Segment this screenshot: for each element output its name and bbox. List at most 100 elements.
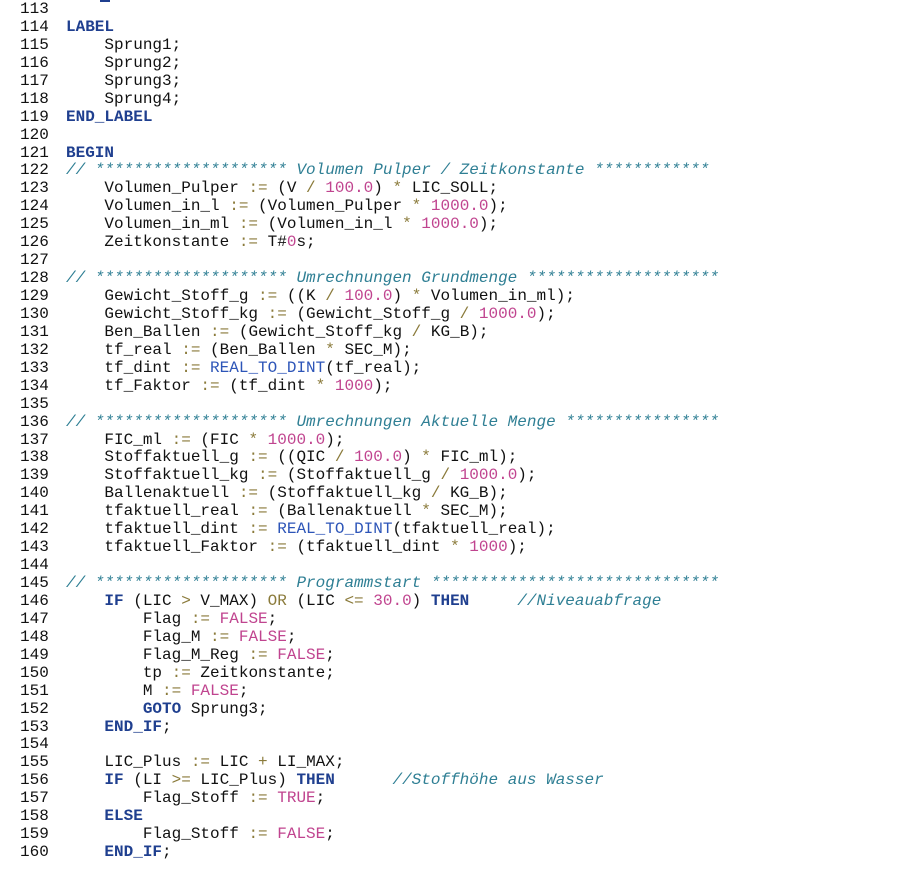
- code-text: [325, 377, 335, 395]
- operator-token: <=: [344, 591, 364, 610]
- code-line[interactable]: 148 Flag_M := FALSE;: [20, 627, 890, 647]
- code-text: Flag: [66, 609, 191, 628]
- operator-token: :=: [200, 376, 220, 395]
- code-line[interactable]: 156 IF (LI >= LIC_Plus) THEN //Stoffhöhe…: [20, 771, 890, 790]
- code-line[interactable]: 118 Sprung4;: [20, 89, 890, 109]
- code-line[interactable]: 131 Ben_Ballen := (Gewicht_Stoff_kg / KG…: [20, 322, 890, 342]
- code-text: Sprung2;: [66, 53, 182, 72]
- code-text: [66, 771, 104, 789]
- code-line[interactable]: 116 Sprung2;: [20, 53, 890, 73]
- code-line[interactable]: 138 Stoffaktuell_g := ((QIC / 100.0) * F…: [20, 448, 890, 467]
- code-line[interactable]: 133 tf_dint := REAL_TO_DINT(tf_real);: [20, 359, 890, 378]
- code-text: );: [517, 466, 537, 485]
- code-text: LI_MAX;: [267, 753, 345, 772]
- code-text: [210, 610, 220, 628]
- code-line[interactable]: 157 Flag_Stoff := TRUE;: [20, 789, 890, 808]
- line-number: 115: [20, 35, 49, 54]
- code-line[interactable]: 120: [20, 126, 890, 145]
- code-line[interactable]: 144: [20, 556, 890, 575]
- code-line[interactable]: 141 tfaktuell_real := (Ballenaktuell * S…: [20, 502, 890, 521]
- literal-token: FALSE: [277, 825, 326, 844]
- operator-token: :=: [248, 502, 268, 521]
- code-line[interactable]: 153 END_IF;: [20, 718, 890, 737]
- code-text: (V: [267, 179, 307, 198]
- code-text: KG_B);: [440, 484, 508, 503]
- literal-token: 1000: [334, 376, 374, 395]
- code-text: (Volumen_in_l: [258, 215, 403, 234]
- literal-token: FALSE: [238, 627, 287, 646]
- code-line[interactable]: 152 GOTO Sprung3;: [20, 699, 890, 719]
- code-line[interactable]: 160 END_IF;: [20, 843, 890, 862]
- code-line[interactable]: 159 Flag_Stoff := FALSE;: [20, 825, 890, 844]
- line-number: 152: [20, 699, 49, 718]
- code-line[interactable]: 128// ******************** Umrechnungen …: [20, 269, 890, 288]
- code-line[interactable]: 127: [20, 251, 890, 270]
- code-text: (Gewicht_Stoff_kg: [229, 322, 412, 341]
- code-text: [460, 538, 470, 556]
- code-text: ): [411, 591, 431, 610]
- code-line[interactable]: 139 Stoffaktuell_kg := (Stoffaktuell_g /…: [20, 466, 890, 485]
- line-number: 139: [20, 466, 49, 485]
- code-line[interactable]: 146 IF (LIC > V_MAX) OR (LIC <= 30.0) TH…: [20, 591, 890, 611]
- operator-token: /: [334, 448, 345, 467]
- code-text: ;: [162, 843, 172, 862]
- code-text: Gewicht_Stoff_kg: [66, 304, 268, 323]
- code-line[interactable]: 130 Gewicht_Stoff_kg := (Gewicht_Stoff_g…: [20, 304, 890, 324]
- line-number: 128: [20, 269, 49, 288]
- code-line[interactable]: 115 Sprung1;: [20, 35, 890, 55]
- code-line[interactable]: 137 FIC_ml := (FIC * 1000.0);: [20, 431, 890, 450]
- code-line[interactable]: 151 M := FALSE;: [20, 682, 890, 701]
- line-number: 121: [20, 143, 49, 162]
- code-line[interactable]: 124 Volumen_in_l := (Volumen_Pulper * 10…: [20, 197, 890, 216]
- code-line[interactable]: 147 Flag := FALSE;: [20, 609, 890, 629]
- literal-token: 100.0: [354, 448, 403, 467]
- operator-token: :=: [229, 197, 249, 216]
- code-line[interactable]: 136// ******************** Umrechnungen …: [20, 413, 890, 432]
- code-text: [412, 215, 422, 233]
- code-line[interactable]: 135: [20, 395, 890, 414]
- code-line[interactable]: 142 tfaktuell_dint := REAL_TO_DINT(tfakt…: [20, 520, 890, 539]
- code-line[interactable]: 125 Volumen_in_ml := (Volumen_in_l * 100…: [20, 215, 890, 234]
- code-text: FIC_ml);: [430, 448, 518, 467]
- code-line[interactable]: 134 tf_Faktor := (tf_dint * 1000);: [20, 376, 890, 396]
- code-text: Sprung4;: [66, 89, 182, 108]
- code-line[interactable]: 145// ******************** Programmstart…: [20, 574, 890, 593]
- code-text: );: [478, 215, 499, 234]
- code-line[interactable]: 113: [20, 0, 890, 19]
- code-text: (tfaktuell_real);: [392, 520, 556, 539]
- code-line[interactable]: 122// ******************** Volumen Pulpe…: [20, 161, 890, 180]
- code-text: [469, 592, 517, 610]
- code-line[interactable]: 158 ELSE: [20, 807, 890, 826]
- line-number: 117: [20, 71, 49, 90]
- code-text: SEC_M);: [430, 502, 508, 521]
- code-line[interactable]: 129 Gewicht_Stoff_g := ((K / 100.0) * Vo…: [20, 287, 890, 306]
- line-number: 134: [20, 376, 49, 395]
- code-line[interactable]: 154: [20, 735, 890, 754]
- code-text: ): [392, 287, 412, 305]
- line-number: 159: [20, 825, 49, 844]
- code-line[interactable]: 123 Volumen_Pulper := (V / 100.0) * LIC_…: [20, 179, 890, 198]
- literal-token: 0: [286, 233, 297, 252]
- code-text: [181, 682, 191, 700]
- code-line[interactable]: 149 Flag_M_Reg := FALSE;: [20, 646, 890, 665]
- code-line[interactable]: 140 Ballenaktuell := (Stoffaktuell_kg / …: [20, 484, 890, 503]
- code-line[interactable]: 126 Zeitkonstante := T#0s;: [20, 233, 890, 252]
- code-text: SEC_M);: [334, 340, 412, 359]
- line-number: 150: [20, 663, 49, 682]
- code-line[interactable]: 143 tfaktuell_Faktor := (tfaktuell_dint …: [20, 538, 890, 557]
- keyword-token: END_IF: [104, 843, 163, 862]
- code-text: [268, 646, 278, 664]
- code-line[interactable]: 150 tp := Zeitkonstante;: [20, 663, 890, 683]
- line-number: 140: [20, 484, 49, 503]
- code-text: tfaktuell_Faktor: [66, 538, 268, 557]
- function-token: REAL_TO_DINT: [277, 520, 393, 539]
- code-line[interactable]: 117 Sprung3;: [20, 71, 890, 91]
- code-line[interactable]: 132 tf_real := (Ben_Ballen * SEC_M);: [20, 340, 890, 360]
- code-text: (tf_dint: [219, 376, 316, 395]
- code-line[interactable]: 155 LIC_Plus := LIC + LI_MAX;: [20, 753, 890, 772]
- line-number: 144: [20, 556, 49, 575]
